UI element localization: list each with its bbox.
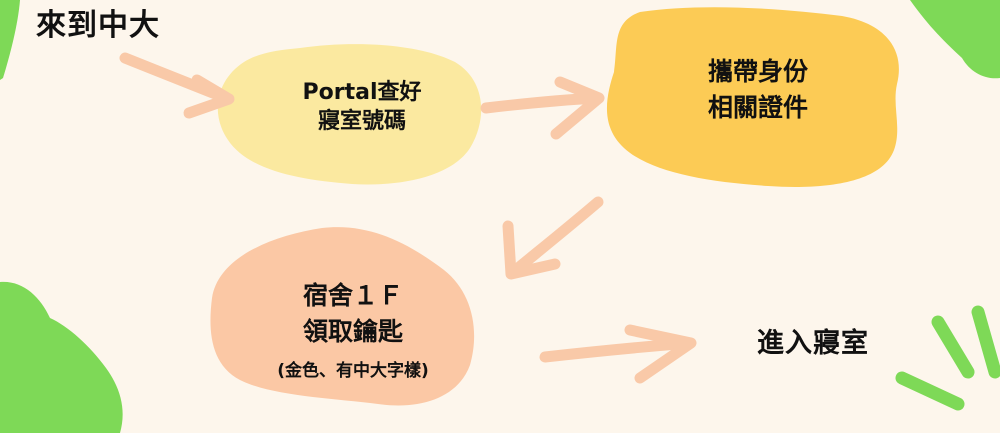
step3-blob <box>210 227 475 406</box>
arrow-4 <box>539 324 697 384</box>
step2-blob <box>606 7 899 187</box>
arrow-1 <box>119 52 235 119</box>
final-step: 進入寢室 <box>757 328 869 359</box>
step3-line1: 宿舍１Ｆ <box>302 281 403 310</box>
step1-line2: 寢室號碼 <box>317 108 406 134</box>
leaf-top-right <box>910 0 1000 79</box>
sparkle-stroke-1 <box>931 315 975 379</box>
arrow-2 <box>480 76 605 140</box>
step2-line1: 攜帶身份 <box>707 57 808 86</box>
step3-note: (金色、有中大字樣) <box>277 360 429 381</box>
step2-line2: 相關證件 <box>707 93 808 123</box>
arrow-3 <box>502 196 604 280</box>
diagram-title: 來到中大 <box>36 8 160 43</box>
step-bring-documents: 攜帶身份 相關證件 <box>658 54 858 127</box>
sparkle-stroke-3 <box>895 371 965 411</box>
step1-blob <box>217 44 482 185</box>
leaf-bottom-left <box>0 281 123 433</box>
step1-line1: Portal查好 <box>302 80 422 105</box>
step3-line2: 領取鑰匙 <box>302 317 403 347</box>
step-portal-room-number: Portal查好 寢室號碼 <box>262 79 462 136</box>
sparkle-stroke-2 <box>971 305 1000 379</box>
leaf-top-left <box>0 0 20 80</box>
step-collect-key: 宿舍１Ｆ 領取鑰匙 (金色、有中大字樣) <box>253 278 453 383</box>
